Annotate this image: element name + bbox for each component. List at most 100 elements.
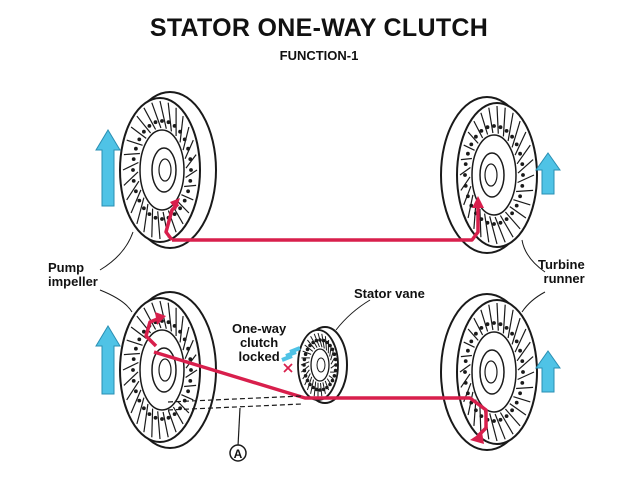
rivet-dot [189, 368, 193, 372]
stator-vanes [300, 332, 338, 397]
blade [185, 354, 197, 369]
rivet-dot [305, 347, 310, 352]
blade [496, 302, 499, 331]
blade [185, 369, 198, 379]
rivet-dot [303, 374, 308, 378]
rivet-dot [463, 162, 468, 167]
blade [499, 215, 514, 238]
blade [479, 405, 482, 435]
blade [130, 326, 147, 339]
rotation-arrow-icon [95, 129, 121, 207]
blade [479, 208, 482, 238]
rivet-dot [469, 203, 474, 208]
blade [136, 397, 145, 425]
rivet-dot [160, 217, 164, 221]
blade [511, 120, 521, 148]
rivet-dot [153, 120, 158, 125]
blade [130, 189, 142, 214]
rivet-dot [485, 125, 490, 130]
blade [151, 208, 154, 238]
blade [502, 304, 506, 334]
clutch-label-line3: locked [238, 349, 280, 364]
rivet-dot [498, 417, 503, 422]
rivet-dot [518, 348, 522, 353]
rivet-dot [303, 352, 308, 357]
rivet-dot [466, 391, 470, 396]
blade [167, 102, 172, 132]
rivet-dot [518, 391, 522, 396]
blade [184, 184, 197, 188]
rivet-dot [469, 339, 474, 344]
blade [460, 354, 472, 358]
rivet-dot [141, 206, 146, 211]
stator-vane-label: Stator vane [354, 286, 425, 301]
blade [122, 361, 139, 371]
blade [143, 403, 149, 433]
rivet-dot [479, 128, 484, 133]
marker-a-circle [229, 444, 247, 462]
turbine-runner-label: Turbine runner [538, 258, 585, 286]
blade [172, 406, 184, 425]
blade [514, 131, 527, 156]
rivet-dot [131, 357, 136, 362]
fluid-flow-path-top [164, 202, 480, 242]
rivet-dot [474, 331, 478, 336]
blade [157, 211, 161, 240]
rotation-arrow-icon [535, 152, 561, 195]
rivet-dot [188, 178, 193, 183]
blade [136, 115, 152, 134]
clutch-label-line2: clutch [239, 335, 279, 350]
rivet-dot [186, 189, 191, 194]
blade [473, 317, 484, 336]
rivet-dot [485, 220, 490, 225]
rivet-dot [133, 189, 138, 194]
blade [177, 401, 190, 414]
rivet-dot [186, 146, 191, 151]
blade [459, 364, 471, 373]
turbine-blades [459, 302, 535, 442]
marker-leader [237, 407, 241, 447]
rivet-dot [189, 168, 193, 172]
rivet-dot [172, 123, 177, 128]
blade [488, 304, 494, 331]
blade [151, 408, 154, 438]
rivet-dot [514, 142, 519, 147]
blade [496, 105, 499, 134]
rivet-dot [521, 173, 525, 177]
blade [123, 371, 139, 386]
blade [504, 211, 521, 230]
rivet-dot [492, 321, 496, 325]
blade [463, 144, 475, 151]
blade [514, 328, 527, 353]
blade [494, 413, 506, 440]
blade [126, 139, 143, 146]
blade [516, 386, 534, 390]
pump-impeller-top [119, 91, 217, 249]
turbine-label-line2: runner [543, 271, 585, 286]
rivet-dot [479, 326, 484, 330]
rivet-dot [314, 338, 319, 343]
rivet-dot [521, 370, 525, 374]
rivet-dot [469, 400, 474, 405]
blade [181, 394, 194, 401]
rivet-dot [510, 408, 514, 413]
blade [181, 194, 194, 201]
rivet-dot [308, 382, 312, 387]
flow-arrowhead [155, 312, 166, 325]
blade [179, 116, 184, 143]
rivet-dot [147, 123, 152, 128]
rivet-dot [172, 212, 177, 217]
rivet-dot [498, 125, 503, 130]
rivet-dot [182, 137, 187, 142]
clutch-label-line1: One-way [232, 321, 287, 336]
blade [507, 309, 514, 339]
blade [517, 174, 535, 184]
rivet-dot [325, 340, 329, 345]
rivet-dot [166, 120, 171, 125]
rivet-dot [321, 338, 326, 343]
rivet-dot [172, 324, 177, 328]
pump-impeller-bottom [119, 291, 217, 449]
rivet-dot [520, 381, 525, 385]
blade [328, 375, 334, 380]
